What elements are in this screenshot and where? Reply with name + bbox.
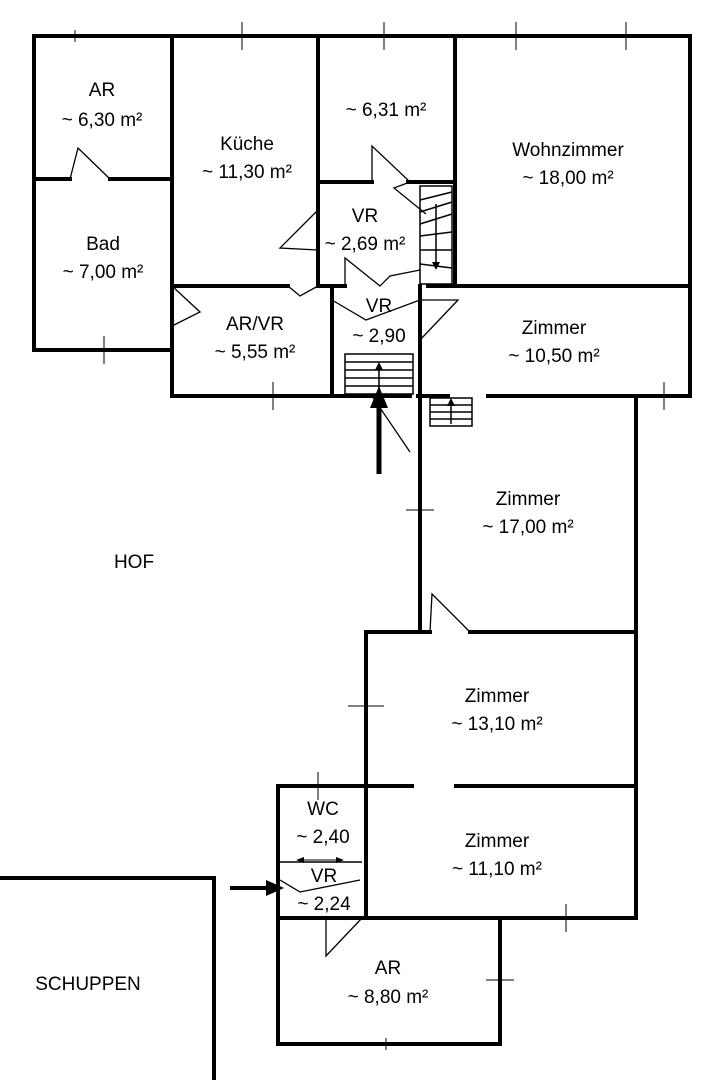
room-area: ~ 2,40: [296, 827, 349, 848]
room-area: ~ 2,69 m²: [325, 234, 406, 255]
room-label-ar2: AR ~ 8,80 m²: [348, 958, 429, 1008]
room-label-zimmer3: Zimmer ~ 13,10 m²: [451, 686, 542, 735]
room-area: ~ 7,00 m²: [63, 262, 144, 283]
room-label-bad: Bad ~ 7,00 m²: [63, 234, 144, 283]
room-label-r631: ~ 6,31 m²: [346, 100, 427, 121]
room-name: Zimmer: [465, 686, 530, 707]
room-area: ~ 2,90: [352, 326, 405, 347]
room-name: AR: [375, 958, 401, 979]
windows: [60, 22, 684, 1050]
room-name: VR: [352, 206, 378, 227]
room-label-zimmer4: Zimmer ~ 11,10 m²: [452, 831, 542, 880]
room-name: WC: [307, 799, 339, 820]
room-name: Küche: [220, 134, 274, 155]
entrance-arrows: [230, 386, 388, 896]
room-area: ~ 8,80 m²: [348, 987, 429, 1008]
room-area: ~ 13,10 m²: [451, 714, 542, 735]
room-area: ~ 18,00 m²: [522, 168, 613, 189]
room-label-vr1: VR ~ 2,69 m²: [325, 206, 406, 255]
room-area: ~ 17,00 m²: [482, 517, 573, 538]
doors: [69, 144, 471, 958]
area-label-hof: HOF: [114, 552, 154, 573]
room-area: ~ 6,31 m²: [346, 100, 427, 121]
room-area: ~ 6,30 m²: [62, 110, 143, 131]
room-name: Zimmer: [522, 318, 587, 339]
room-name: Wohnzimmer: [512, 140, 624, 161]
room-label-zimmer1: Zimmer ~ 10,50 m²: [508, 318, 599, 367]
room-area: ~ 2,24: [297, 894, 351, 915]
room-name: AR: [89, 80, 115, 101]
room-area: ~ 11,10 m²: [452, 859, 542, 880]
room-area: ~ 5,55 m²: [215, 342, 296, 363]
room-name: Zimmer: [496, 489, 561, 510]
room-name: VR: [311, 866, 337, 887]
room-labels: AR ~ 6,30 m² Küche ~ 11,30 m² ~ 6,31 m² Wohnz…: [62, 80, 625, 1008]
room-label-wohnzimmer: Wohnzimmer ~ 18,00 m²: [512, 140, 624, 189]
room-label-ar1: AR ~ 6,30 m²: [62, 80, 143, 131]
room-label-kueche: Küche ~ 11,30 m²: [202, 134, 292, 183]
room-area: ~ 11,30 m²: [202, 162, 292, 183]
room-label-zimmer2: Zimmer ~ 17,00 m²: [482, 489, 573, 538]
room-name: AR/VR: [226, 314, 284, 335]
room-label-vr2: VR ~ 2,90: [352, 296, 405, 347]
walls: [0, 34, 692, 1080]
area-label-schuppen: SCHUPPEN: [35, 974, 141, 995]
room-name: Zimmer: [465, 831, 530, 852]
room-area: ~ 10,50 m²: [508, 346, 599, 367]
room-name: VR: [366, 296, 392, 317]
room-label-vr3: VR ~ 2,24: [297, 866, 351, 915]
room-label-arvr: AR/VR ~ 5,55 m²: [215, 314, 296, 363]
room-name: Bad: [86, 234, 120, 255]
room-label-wc: WC ~ 2,40: [296, 799, 349, 848]
